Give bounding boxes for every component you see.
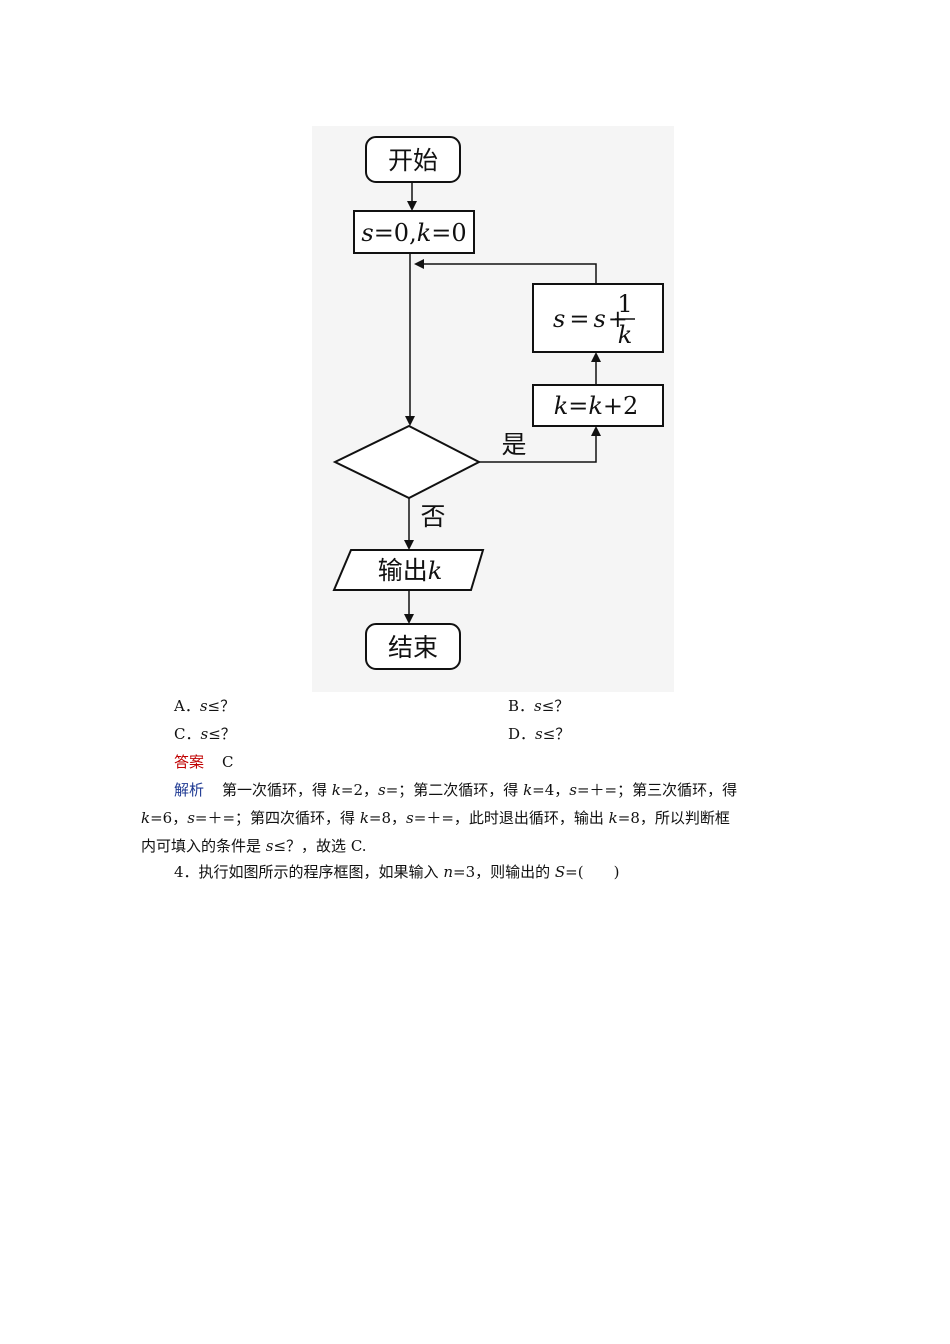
analysis-var: k bbox=[331, 781, 341, 799]
init-process bbox=[353, 210, 475, 254]
analysis-var: s bbox=[378, 781, 386, 799]
init-eq2: =0 bbox=[431, 219, 466, 247]
end-label: 结束 bbox=[388, 633, 438, 662]
start-terminal bbox=[365, 136, 461, 183]
analysis-var: s bbox=[406, 809, 414, 827]
analysis-text: =＋=；第四次循环，得 bbox=[194, 809, 360, 827]
option-c-text: ≤？ bbox=[208, 725, 236, 743]
no-label: 否 bbox=[420, 502, 445, 531]
init-label: s=0,k=0 bbox=[361, 219, 466, 247]
flowchart-svg: 开始 s=0,k=0 是 k=k+2 s=s+ 1 k 否 输出k bbox=[332, 136, 664, 670]
option-d: D．s≤？ bbox=[508, 724, 570, 744]
output-var: k bbox=[428, 557, 443, 585]
question-4: 4．执行如图所示的程序框图，如果输入 n=3，则输出的 S=( ) bbox=[174, 862, 619, 882]
init-eq1: =0, bbox=[374, 219, 417, 247]
option-c: C．s≤？ bbox=[174, 724, 236, 744]
update-s-numerator: 1 bbox=[617, 290, 632, 318]
question-text: =3，则输出的 bbox=[453, 863, 555, 881]
arrow-yes-branch bbox=[479, 426, 601, 463]
question-var: S bbox=[554, 863, 566, 881]
analysis-text: =4， bbox=[532, 781, 570, 799]
question-var: n bbox=[443, 863, 453, 881]
init-s-var: s bbox=[361, 219, 373, 247]
analysis-var: k bbox=[523, 781, 533, 799]
analysis-text: =8，所以判断框 bbox=[617, 809, 730, 827]
update-s-denominator: k bbox=[618, 321, 633, 349]
analysis-text: =＋=，此时退出循环，输出 bbox=[413, 809, 609, 827]
analysis-text: ≤？，故选 C. bbox=[273, 837, 367, 855]
analysis-var: s bbox=[265, 837, 274, 855]
update-s-rhs: s bbox=[593, 305, 605, 333]
output-label: 输出k bbox=[378, 556, 443, 585]
analysis-text: =；第二次循环，得 bbox=[385, 781, 524, 799]
question-text: 4．执行如图所示的程序框图，如果输入 bbox=[174, 863, 444, 881]
option-b-text: ≤？ bbox=[541, 697, 570, 715]
option-d-label: D． bbox=[508, 725, 536, 743]
update-s-process bbox=[532, 283, 664, 353]
analysis-var: s bbox=[569, 781, 577, 799]
answer-value: C bbox=[222, 753, 234, 771]
option-c-var: s bbox=[200, 725, 209, 743]
init-k-var: k bbox=[417, 219, 432, 247]
analysis-var: k bbox=[608, 809, 618, 827]
analysis-text: =＋=；第三次循环，得 bbox=[576, 781, 738, 799]
update-k-lhs: k bbox=[554, 392, 569, 420]
question-text: =( ) bbox=[565, 863, 620, 881]
option-d-var: s bbox=[535, 725, 543, 743]
update-k-tail: +2 bbox=[603, 392, 638, 420]
update-k-label: k=k+2 bbox=[554, 392, 639, 420]
update-s-lhs: s bbox=[553, 305, 565, 333]
update-k-process bbox=[532, 384, 664, 427]
analysis-text: =2， bbox=[340, 781, 379, 799]
analysis-line-1: 解析第一次循环，得 k=2，s=；第二次循环，得 k=4，s=＋=；第三次循环，… bbox=[174, 780, 737, 800]
analysis-var: k bbox=[141, 809, 151, 827]
analysis-text: 内可填入的条件是 bbox=[141, 837, 266, 855]
output-text: 输出 bbox=[378, 556, 428, 585]
analysis-text: =8， bbox=[368, 809, 407, 827]
answer-line: 答案 C bbox=[174, 752, 234, 772]
analysis-line-2: k=6，s=＋=；第四次循环，得 k=8，s=＋=，此时退出循环，输出 k=8，… bbox=[141, 808, 730, 828]
arrow-loop-back bbox=[414, 259, 597, 284]
flowchart-figure: 开始 s=0,k=0 是 k=k+2 s=s+ 1 k 否 输出k bbox=[312, 126, 674, 692]
update-k-rhs: k bbox=[588, 392, 603, 420]
analysis-var: k bbox=[359, 809, 369, 827]
start-label: 开始 bbox=[388, 146, 438, 175]
option-a-var: s bbox=[199, 697, 208, 715]
analysis-line-3: 内可填入的条件是 s≤？，故选 C. bbox=[141, 836, 367, 856]
answer-label: 答案 bbox=[174, 753, 205, 771]
output-parallelogram bbox=[332, 549, 485, 591]
analysis-text: 第一次循环，得 bbox=[222, 781, 332, 799]
option-a-label: A． bbox=[174, 697, 200, 715]
analysis-label: 解析 bbox=[174, 781, 205, 799]
option-a-text: ≤？ bbox=[207, 697, 236, 715]
option-c-label: C． bbox=[174, 725, 201, 743]
option-b-var: s bbox=[534, 697, 542, 715]
option-d-text: ≤？ bbox=[542, 725, 571, 743]
decision-diamond bbox=[332, 424, 482, 500]
analysis-text: =6， bbox=[150, 809, 188, 827]
option-b-label: B． bbox=[508, 697, 535, 715]
end-terminal bbox=[365, 623, 461, 670]
analysis-var: s bbox=[187, 809, 195, 827]
update-k-eq: = bbox=[568, 392, 588, 420]
update-s-eq: = bbox=[569, 305, 589, 333]
yes-label: 是 bbox=[501, 430, 526, 459]
option-b: B．s≤？ bbox=[508, 696, 569, 716]
option-a: A．s≤？ bbox=[174, 696, 235, 716]
